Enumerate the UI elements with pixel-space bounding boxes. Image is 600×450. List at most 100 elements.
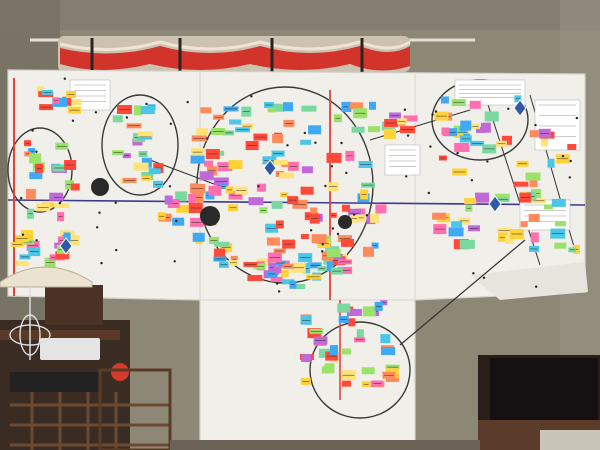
pin-dot xyxy=(535,285,538,288)
pin-dot xyxy=(98,211,101,214)
sticky-note xyxy=(554,242,567,249)
sticky-note xyxy=(310,207,318,214)
sticky-note xyxy=(266,237,280,246)
sticky-note xyxy=(349,102,363,110)
pin-dot xyxy=(168,185,172,188)
pin-dot xyxy=(115,248,118,252)
pin-dot xyxy=(470,179,474,182)
pin-dot xyxy=(35,150,38,153)
sticky-note xyxy=(361,367,375,375)
pin-dot xyxy=(486,160,489,163)
sticky-note xyxy=(175,191,188,202)
pin-dot xyxy=(175,219,178,223)
sticky-note xyxy=(208,185,222,196)
sticky-note xyxy=(214,248,225,257)
diamond-markers xyxy=(59,99,527,255)
sticky-note xyxy=(272,103,285,112)
sticky-note xyxy=(348,318,356,327)
pin-dot xyxy=(340,141,343,145)
sticky-note xyxy=(529,180,538,188)
sticky-note xyxy=(204,160,213,167)
pin-dot xyxy=(303,131,306,135)
pin-dot xyxy=(286,144,289,147)
sticky-note xyxy=(368,126,380,133)
sticky-note xyxy=(283,102,293,112)
pin-dot xyxy=(94,111,98,114)
sticky-note xyxy=(326,249,341,258)
pin-dot xyxy=(250,95,253,98)
pin-dot xyxy=(561,154,565,158)
sticky-note xyxy=(460,120,472,131)
sticky-note xyxy=(301,166,313,174)
sticky-note xyxy=(381,347,396,355)
wall-top-shadow xyxy=(0,0,600,30)
sticky-note xyxy=(342,348,351,355)
pin-dot xyxy=(427,191,430,195)
sticky-note xyxy=(475,192,490,203)
pin-dot xyxy=(321,243,324,246)
sticky-note xyxy=(342,204,350,212)
sticky-note xyxy=(192,232,205,242)
pin-dot xyxy=(206,137,209,140)
printed-sheet xyxy=(454,79,526,106)
sticky-note xyxy=(454,142,470,152)
sticky-note xyxy=(133,105,142,116)
sticky-note xyxy=(520,221,528,228)
pin-dot xyxy=(100,261,103,265)
sticky-note xyxy=(484,111,499,122)
sticky-note xyxy=(451,221,463,228)
pin-dot xyxy=(324,184,327,188)
pin-dot xyxy=(309,229,313,232)
sticky-note xyxy=(54,203,70,209)
pin-dot xyxy=(125,116,129,119)
pin-dot xyxy=(275,282,279,285)
pin-dot xyxy=(403,108,407,111)
sticky-note xyxy=(342,380,351,387)
pin-dot xyxy=(365,214,369,217)
sticky-note xyxy=(52,97,68,107)
sticky-note xyxy=(369,101,376,110)
sticky-note xyxy=(70,183,80,191)
pin-dot xyxy=(568,176,571,179)
pin-dot xyxy=(534,123,537,127)
sticky-notes xyxy=(10,77,581,388)
sticky-note xyxy=(547,158,555,168)
pin-dot xyxy=(569,159,572,163)
sticky-note xyxy=(200,107,212,114)
pin-dot xyxy=(169,122,172,126)
sticky-note xyxy=(256,183,266,192)
pin-dot xyxy=(63,77,66,80)
sticky-note xyxy=(311,234,327,244)
sticky-note xyxy=(441,127,450,136)
sticky-note xyxy=(214,241,230,247)
sticky-note xyxy=(228,160,243,170)
sticky-note xyxy=(554,221,566,227)
pin-dot xyxy=(58,201,61,205)
pin-dot xyxy=(336,232,340,236)
sticky-note xyxy=(279,172,294,179)
pin-dot xyxy=(507,107,510,111)
sticky-note xyxy=(247,275,263,281)
sticky-note xyxy=(567,144,577,150)
sticky-note xyxy=(148,168,161,175)
sticky-note xyxy=(453,125,464,133)
sticky-note xyxy=(300,234,309,239)
sticky-note xyxy=(196,128,209,136)
sticky-note xyxy=(199,171,214,181)
sticky-note xyxy=(469,100,481,109)
pin-dot xyxy=(482,276,486,279)
sticky-note xyxy=(25,188,36,199)
pin-dot xyxy=(472,272,475,275)
sticky-note xyxy=(273,159,288,165)
sticky-note xyxy=(229,119,242,125)
desk-area xyxy=(0,285,172,450)
sticky-note xyxy=(384,128,396,139)
pin-dot xyxy=(345,171,348,175)
sticky-note xyxy=(295,284,306,289)
floor xyxy=(170,440,480,450)
sticky-note xyxy=(528,213,540,222)
pin-dot xyxy=(431,113,434,116)
sticky-note xyxy=(459,239,475,249)
sticky-note xyxy=(363,246,374,257)
